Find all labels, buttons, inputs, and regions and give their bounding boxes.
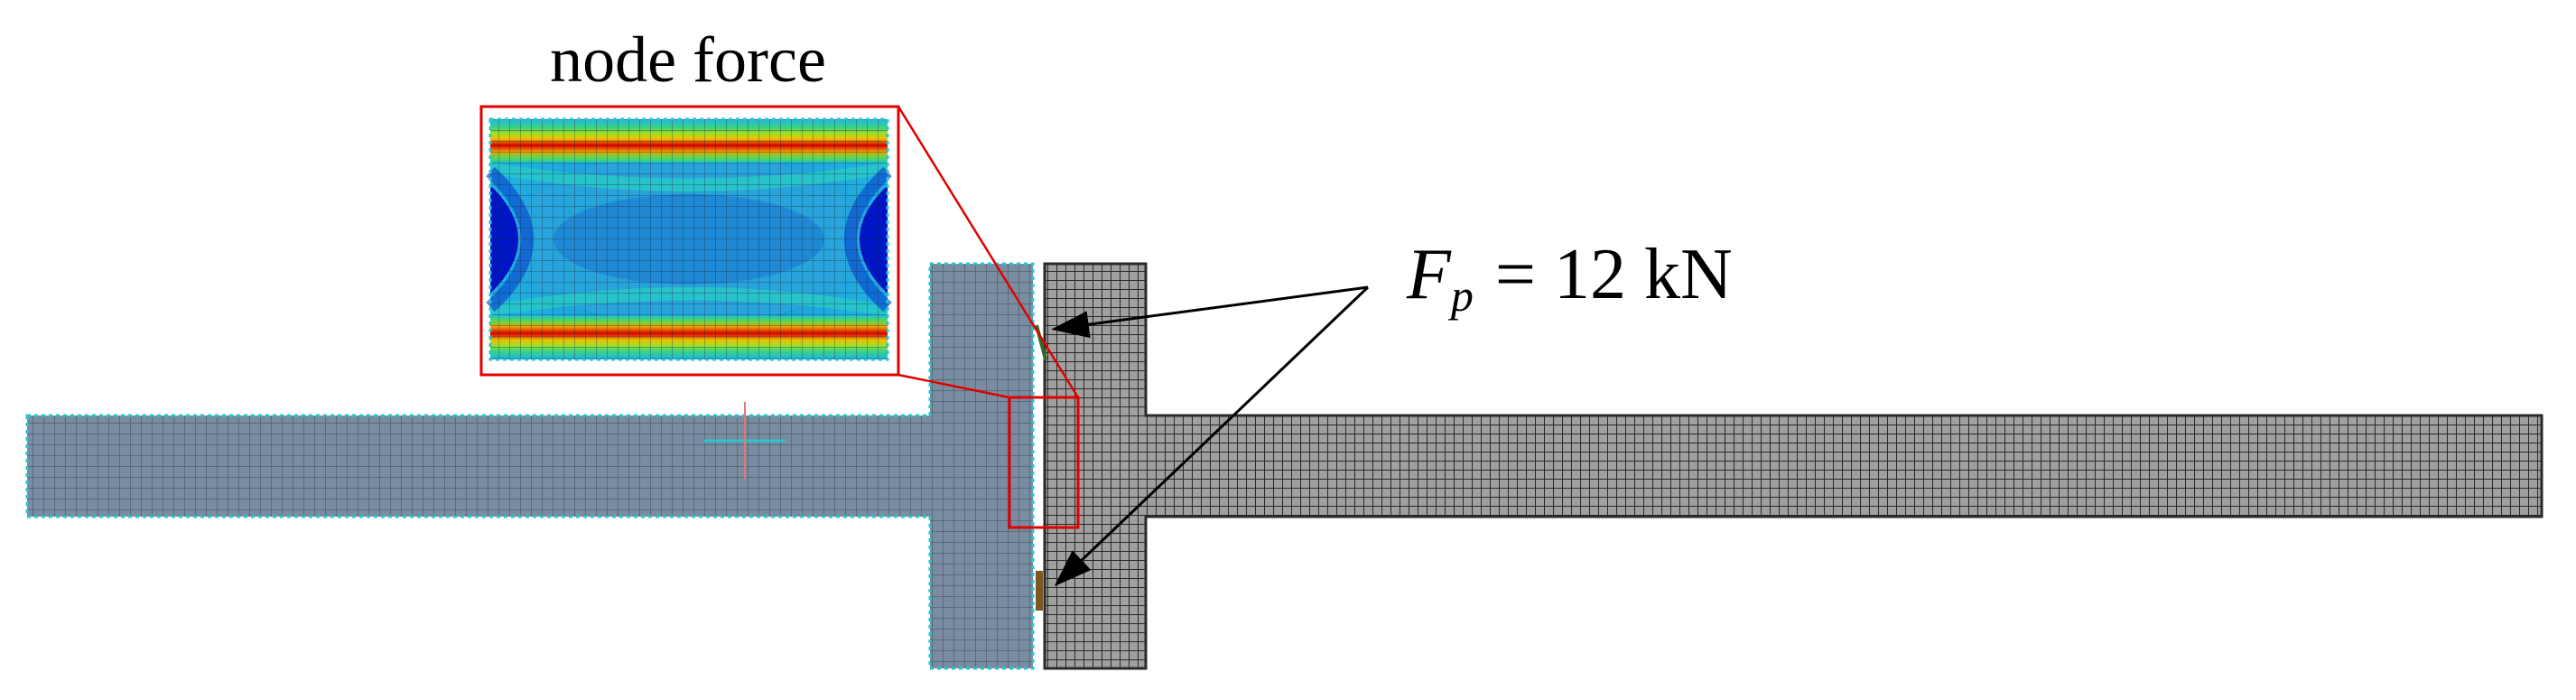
zoom-connector-lines (897, 106, 1080, 399)
left-plate (25, 262, 1035, 670)
force-label: Fp = 12 kN (1406, 235, 1733, 321)
node-force-inset: node force (479, 23, 900, 377)
inset-title: node force (550, 23, 826, 96)
force-symbol: F (1406, 235, 1452, 314)
force-subscript: p (1448, 270, 1474, 321)
force-value: = 12 kN (1495, 235, 1733, 314)
force-arrows (1051, 285, 1370, 587)
node-force-contour (486, 117, 892, 361)
highlight-region-box (1008, 396, 1080, 529)
right-plate (1043, 262, 2543, 670)
